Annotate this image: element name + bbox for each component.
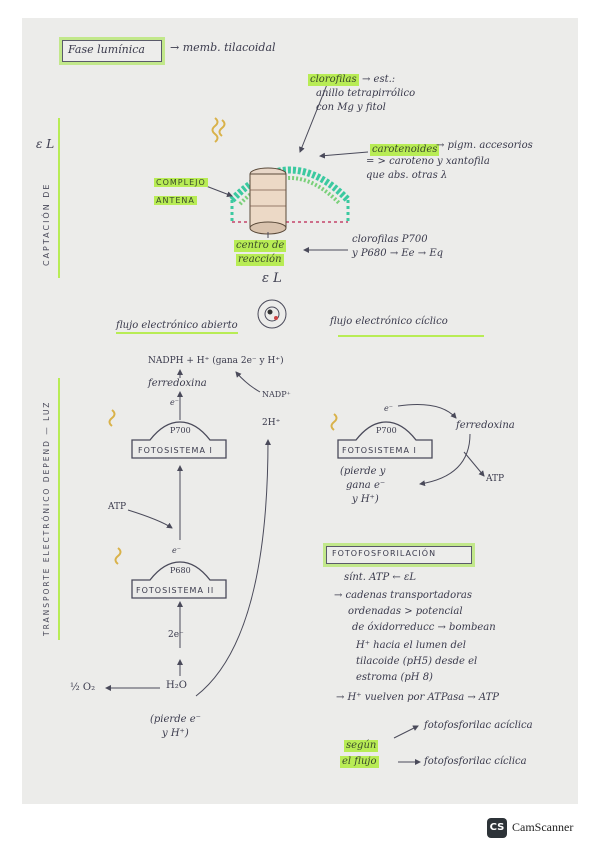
open-flow-title: flujo electrónico abierto [116,320,238,334]
side-label-captacion-symbol: ε L [36,137,55,151]
clorofila-desc-2: anillo tetrapirrólico [316,88,416,99]
protons-label: 2H⁺ [262,418,281,428]
cyclic-ferredoxina-label: ferredoxina [456,420,515,431]
open-electron-label: e⁻ [170,398,179,407]
carotenoides-desc-3: que abs. otras λ [366,170,448,181]
cyclic-ps1-box [337,421,433,459]
page-title: Fase lumínica [68,43,145,56]
pierde-label-2: y H⁺) [162,728,189,739]
carotenoides-desc-2: = > caroteno y xantofila [366,156,490,167]
foto-line-3: ordenadas > potencial [348,606,463,617]
oxygen-label: ½ O₂ [70,682,96,693]
antenna-dome-inner [238,176,342,206]
side-line-top [58,118,60,278]
nadp-label: NADP⁺ [262,390,291,399]
side-label-transporte: TRANSPORTE ELECTRÓNICO DEPEND — LUZ [42,400,51,636]
camscanner-text: CamScanner [512,820,574,834]
water-label: H₂O [166,680,187,691]
cyclic-ps1-label: FOTOSISTEMA I [342,446,417,455]
fotofosforilac-type-1: fotofosforilac acíclica [424,720,533,731]
clorofila-desc-3: con Mg y fitol [316,102,386,113]
complejo-label-1: COMPLEJO [154,178,208,188]
cyclic-flow-title: flujo electrónico cíclico [330,316,448,327]
ps2-p680: P680 [170,566,191,575]
foto-line-8: → H⁺ vuelven por ATPasa → ATP [336,692,499,703]
foto-line-1: sínt. ATP ← εL [344,572,416,583]
fotofosforilacion-box [326,546,472,564]
clorofilas-desc-1: clorofilas P700 [352,234,428,245]
nadph-label: NADPH + H⁺ (gana 2e⁻ y H⁺) [148,356,284,366]
complejo-label-2: ANTENA [154,196,197,206]
title-note: → memb. tilacoidal [170,41,276,54]
cyclic-atp-label: ATP [486,474,505,484]
fotofosforilac-type-2: fotofosforilac cíclica [424,756,527,767]
segun-label-2: el flujo [340,756,379,768]
open-electron2-label: e⁻ [172,546,181,555]
ferredoxina-label: ferredoxina [148,378,207,389]
foto-line-2: → cadenas transportadoras [334,590,472,601]
clorofila-desc-1: → est.: [362,74,396,85]
fotofosforilacion-title: FOTOFOSFORILACIÓN [332,549,437,558]
foto-line-7: estroma (pH 8) [356,672,433,683]
energy-symbol: ε L [262,271,282,286]
cyclic-p700: P700 [376,426,397,435]
side-label-captacion: CAPTACIÓN DE [42,182,51,266]
cyclic-electron-label: e⁻ [384,404,393,413]
carotenoides-desc-1: → pigm. accesorios [436,140,533,151]
foto-line-4: de óxidorreducc → bombean [352,622,496,633]
clorofila-label: clorofilas [308,74,359,86]
clorofilas-desc-2: y P680 → Ee → Eq [352,248,444,259]
carotenoides-label: carotenoides [370,144,440,156]
segun-label-1: según [344,740,379,752]
ps2-box [131,561,227,599]
open-atp-label: ATP [108,502,127,512]
ps1-label: FOTOSISTEMA I [138,446,213,455]
ps1-p700: P700 [170,426,191,435]
centro-label-1: centro de [234,240,287,252]
side-line-bottom [58,378,60,640]
centro-label-2: reacción [236,254,284,266]
camscanner-logo-icon: CS [487,818,507,838]
ps1-box [131,421,227,459]
ps2-label: FOTOSISTEMA II [136,586,215,595]
two-e-label: 2e⁻ [168,630,184,640]
cyclic-pierde-1: (pierde y [340,466,386,477]
cyclic-pierde-2: gana e⁻ [346,480,386,491]
pierde-label-1: (pierde e⁻ [150,714,201,725]
antenna-dome-outer [229,166,351,203]
title-box [62,40,162,62]
foto-line-5: H⁺ hacia el lumen del [356,640,466,651]
cyclic-pierde-3: y H⁺) [352,494,379,505]
foto-line-6: tilacoide (pH5) desde el [356,656,478,667]
